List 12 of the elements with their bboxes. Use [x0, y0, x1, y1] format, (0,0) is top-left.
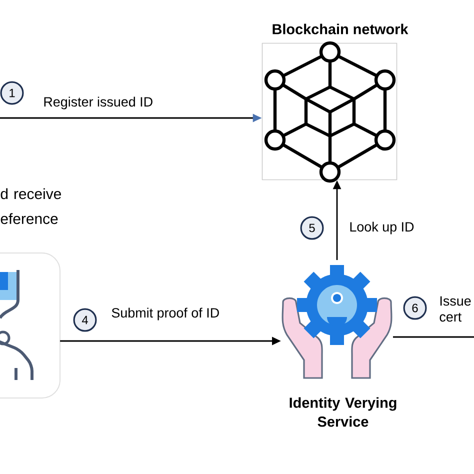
node-title: Blockchain network — [272, 24, 408, 34]
person-icon — [0, 252, 60, 398]
edge-label: Look up ID — [348, 220, 416, 236]
note-text: d receive eference — [0, 188, 61, 224]
callout-number: 5 — [300, 216, 324, 240]
edge-label: Register issued ID — [42, 96, 154, 110]
edge-label: Issue cert — [438, 295, 474, 323]
callout-number: 1 — [0, 81, 24, 105]
edge-label: Submit proof of ID — [110, 306, 221, 322]
callout-number: 6 — [403, 296, 427, 320]
node-label: Identity Verying Service — [290, 397, 396, 427]
callout-number: 4 — [73, 308, 97, 332]
